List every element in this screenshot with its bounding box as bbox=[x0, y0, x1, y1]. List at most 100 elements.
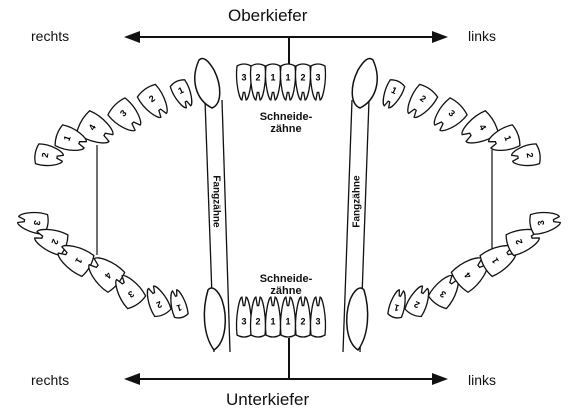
lower-incisor-1-number: 3 bbox=[241, 317, 246, 327]
lower-left-cheek-2-number: 2 bbox=[412, 299, 421, 310]
upper-right-cheek-4-outline bbox=[75, 109, 114, 144]
upper-right-cheek-2-number: 2 bbox=[147, 93, 157, 104]
lower-left-cheek-5-number: 1 bbox=[490, 256, 501, 265]
left-label-top: links bbox=[468, 28, 497, 44]
lower-right-cheek-2-number: 2 bbox=[49, 238, 60, 246]
canine-frame-right-inner bbox=[342, 99, 353, 353]
lower-incisor-1-outline bbox=[235, 296, 253, 338]
upper-left-cheek-1: 1 bbox=[382, 79, 406, 109]
upper-left-cheek-6-number: 2 bbox=[525, 152, 536, 159]
upper-incisor-3-outline bbox=[264, 63, 282, 101]
lower-left-cheek-3-number: 3 bbox=[438, 289, 448, 300]
upper-incisor-5-outline bbox=[294, 63, 312, 101]
lower-right-cheek-7-outline bbox=[170, 289, 189, 319]
upper-left-cheek-3-outline bbox=[433, 97, 468, 132]
upper-left-cheek-3-number: 3 bbox=[446, 108, 457, 119]
upper-left-cheek-3: 3 bbox=[433, 97, 468, 132]
lower-incisor-4-outline bbox=[279, 296, 297, 338]
upper-right-cheek-6-number: 2 bbox=[40, 152, 51, 159]
upper-incisor-6-number: 3 bbox=[315, 72, 320, 82]
lower-arrow-head-right bbox=[432, 373, 448, 385]
upper-left-cheek-5: 1 bbox=[488, 124, 521, 152]
upper-right-cheek-1-outline bbox=[169, 79, 193, 109]
canine-label-left: Fangzähne bbox=[210, 175, 222, 228]
upper-incisor-2-outline bbox=[249, 63, 267, 101]
lower-left-cheek-4-outline bbox=[450, 257, 488, 294]
upper-left-cheek-2: 2 bbox=[407, 83, 439, 119]
upper-right-cheek-1-number: 1 bbox=[177, 85, 186, 96]
upper-incisor-2: 2 bbox=[249, 63, 267, 101]
upper-incisor-4: 1 bbox=[279, 63, 297, 101]
right-label-top: rechts bbox=[31, 28, 70, 44]
upper-incisor-6: 3 bbox=[309, 63, 327, 101]
upper-incisor-5: 2 bbox=[294, 63, 312, 101]
lower-right-cheek-7: 1 bbox=[170, 289, 189, 319]
lower-canine-left bbox=[345, 287, 369, 352]
upper-right-cheek-5-outline bbox=[54, 124, 87, 152]
upper-incisor-1: 3 bbox=[235, 63, 253, 101]
lower-incisor-4: 1 bbox=[279, 296, 297, 338]
upper-left-cheek-4-outline bbox=[461, 109, 500, 144]
lower-right-cheek-6: 2 bbox=[146, 285, 172, 318]
upper-incisor-3-number: 1 bbox=[270, 72, 275, 82]
lower-incisor-5-number: 2 bbox=[300, 317, 305, 327]
upper-left-cheek-6-outline bbox=[511, 143, 541, 167]
left-label-bottom: links bbox=[468, 372, 497, 388]
lower-right-cheek-5: 3 bbox=[115, 274, 147, 310]
upper-right-cheek-5: 1 bbox=[54, 124, 87, 152]
upper-right-cheek-4-number: 4 bbox=[87, 123, 98, 132]
lower-incisor-5: 2 bbox=[294, 296, 312, 338]
upper-right-cheek-6-outline bbox=[34, 143, 64, 167]
lower-right-cheek-7-number: 1 bbox=[176, 302, 183, 313]
lower-incisor-6-number: 3 bbox=[315, 317, 320, 327]
lower-incisor-6: 3 bbox=[309, 296, 327, 338]
upper-right-cheek-2: 2 bbox=[136, 83, 168, 119]
lower-left-cheek-6-number: 2 bbox=[514, 238, 525, 246]
upper-right-cheek-2-outline bbox=[136, 83, 168, 119]
lower-incisor-3-outline bbox=[264, 296, 282, 338]
lower-incisor-1: 3 bbox=[235, 296, 253, 338]
upper-incisor-5-number: 2 bbox=[300, 72, 305, 82]
lower-left-cheek-4: 4 bbox=[450, 257, 488, 294]
upper-right-cheek-5-number: 1 bbox=[62, 134, 73, 142]
upper-left-cheek-5-number: 1 bbox=[502, 134, 513, 142]
lower-incisor-3-number: 1 bbox=[270, 317, 275, 327]
upper-incisor-2-number: 2 bbox=[255, 72, 260, 82]
upper-left-cheek-1-number: 1 bbox=[390, 85, 399, 96]
lower-right-cheek-6-number: 2 bbox=[155, 299, 164, 310]
lower-arrow-head-left bbox=[124, 373, 140, 385]
upper-arrow-head-left bbox=[124, 31, 140, 43]
upper-incisor-4-number: 1 bbox=[285, 72, 290, 82]
lower-left-cheek-2: 2 bbox=[404, 285, 430, 318]
lower-incisor-2: 2 bbox=[249, 296, 267, 338]
upper-incisor-1-outline bbox=[235, 63, 253, 101]
upper-jaw-title: Oberkiefer bbox=[228, 6, 308, 25]
lower-canine-right bbox=[203, 287, 227, 352]
lower-left-cheek-5-outline bbox=[479, 244, 517, 278]
lower-incisors-label-line1: Schneide- bbox=[259, 273, 313, 285]
upper-right-cheek-1: 1 bbox=[169, 79, 193, 109]
lower-right-cheek-1: 3 bbox=[17, 211, 49, 235]
lower-right-cheek-5-outline bbox=[115, 274, 147, 310]
upper-right-cheek-3: 3 bbox=[107, 97, 142, 132]
lower-incisor-2-outline bbox=[249, 296, 267, 338]
lower-left-cheek-4-number: 4 bbox=[462, 270, 473, 280]
lower-right-cheek-5-number: 3 bbox=[126, 289, 136, 300]
lower-left-cheek-7: 3 bbox=[529, 211, 561, 235]
upper-right-cheek-4: 4 bbox=[75, 109, 114, 144]
upper-incisor-1-number: 3 bbox=[241, 72, 246, 82]
lower-right-cheek-3-number: 1 bbox=[73, 256, 84, 265]
upper-right-cheek-6: 2 bbox=[34, 143, 64, 167]
upper-left-cheek-1-outline bbox=[382, 79, 406, 109]
canine-label-right: Fangzähne bbox=[351, 175, 363, 228]
upper-incisors-label: Schneide- zähne bbox=[248, 111, 324, 135]
lower-left-cheek-7-number: 3 bbox=[536, 220, 547, 227]
lower-incisor-4-number: 1 bbox=[285, 317, 290, 327]
upper-left-cheek-6: 2 bbox=[511, 143, 541, 167]
upper-left-cheek-2-outline bbox=[407, 83, 439, 119]
upper-incisors-label-line2: zähne bbox=[270, 123, 302, 135]
upper-left-cheek-5-outline bbox=[488, 124, 521, 152]
upper-arrow-head-right bbox=[432, 31, 448, 43]
upper-incisor-4-outline bbox=[279, 63, 297, 101]
